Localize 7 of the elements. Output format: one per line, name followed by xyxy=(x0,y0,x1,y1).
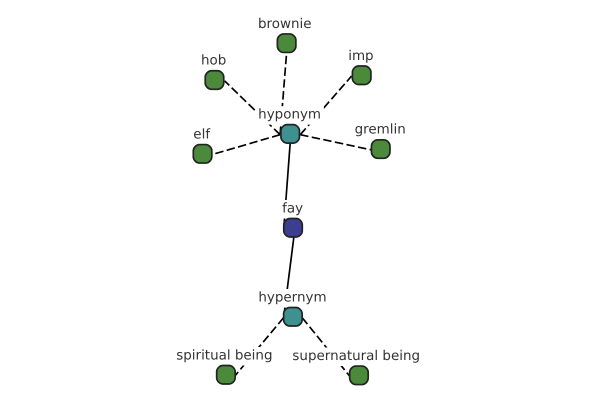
node-label: elf xyxy=(193,127,210,142)
node-label: gremlin xyxy=(354,122,406,138)
connector xyxy=(300,134,372,151)
node-label: brownie xyxy=(258,16,312,32)
connector xyxy=(224,80,281,136)
node-label: hob xyxy=(201,54,226,69)
node-label: imp xyxy=(348,48,374,64)
